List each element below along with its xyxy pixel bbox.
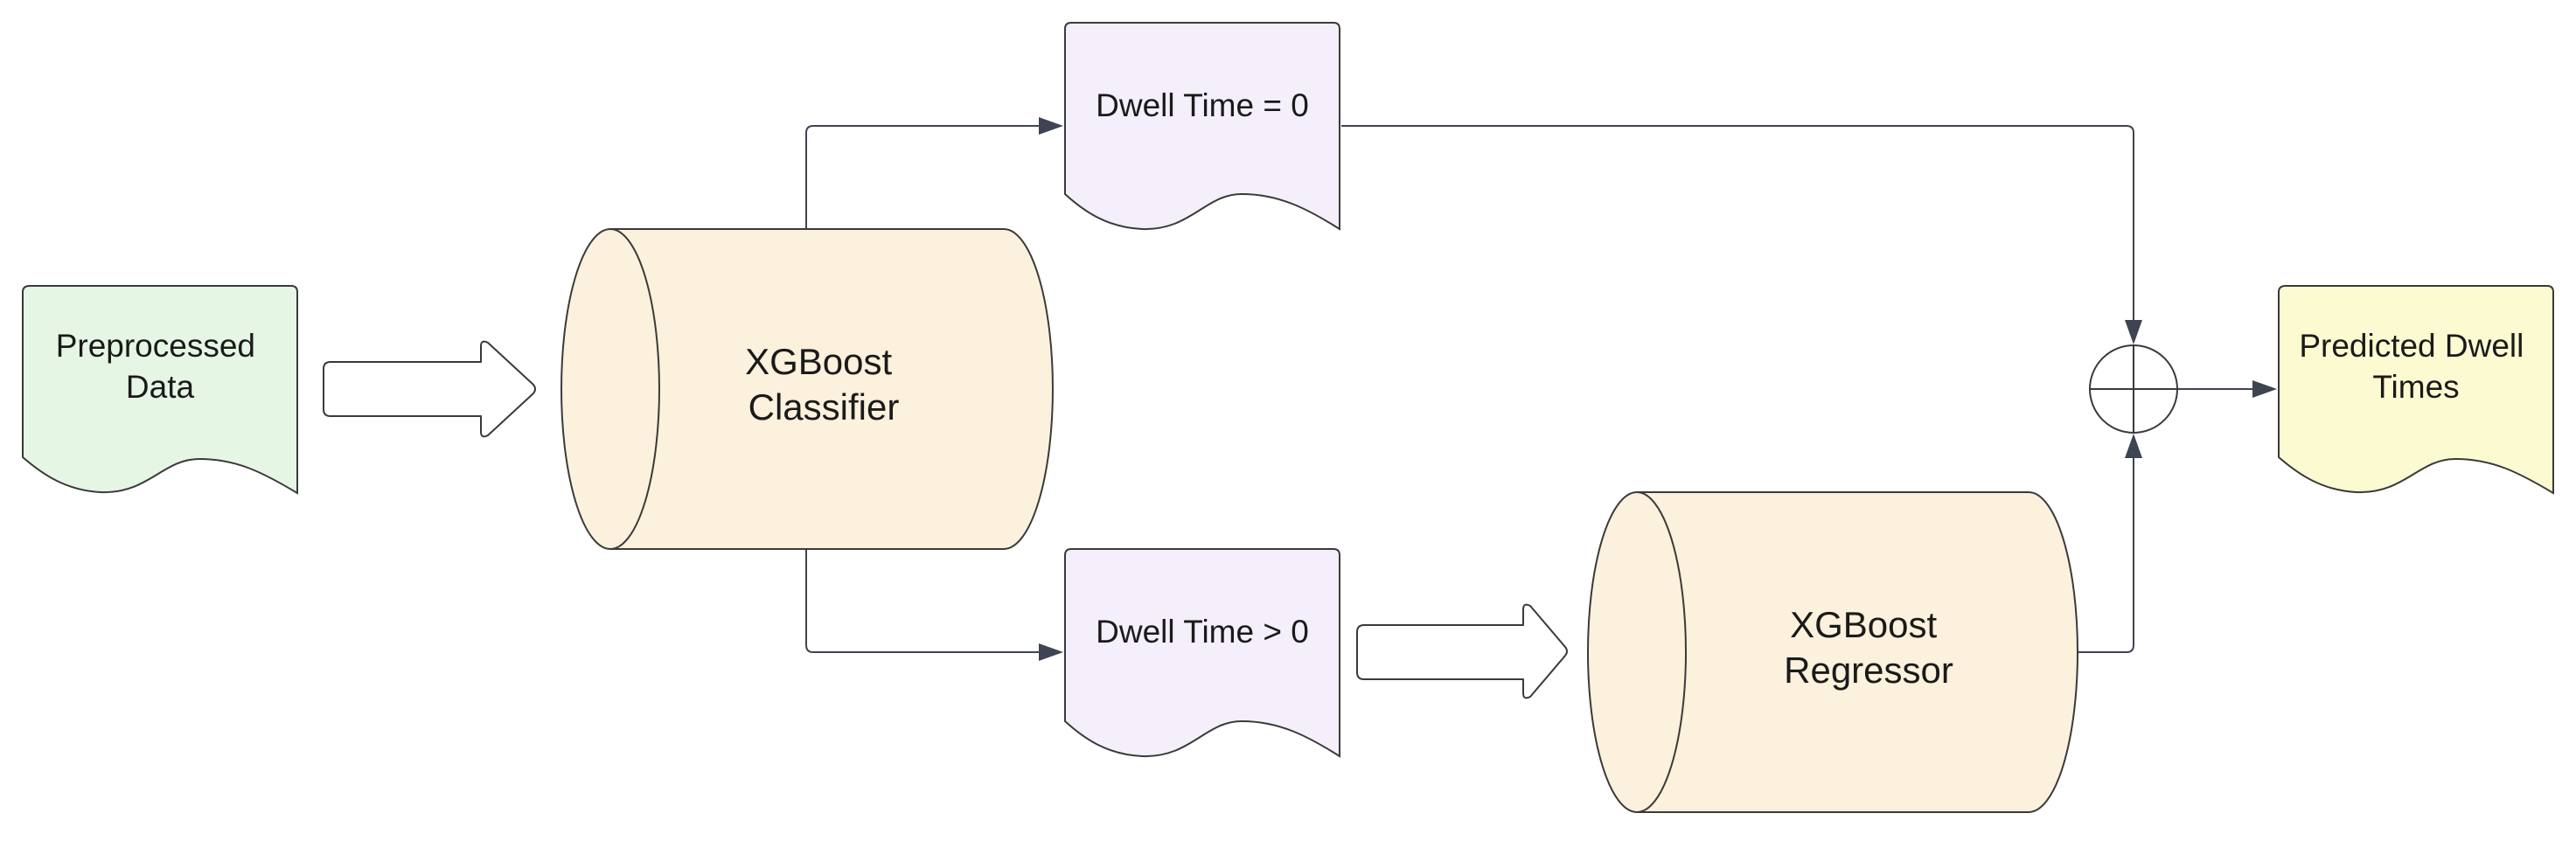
node-xgboost-regressor: XGBoost Regressor xyxy=(1587,491,2078,813)
node-label: XGBoost Classifier xyxy=(745,341,902,427)
label-line: Data xyxy=(126,369,195,405)
node-label: Dwell Time > 0 xyxy=(1096,614,1309,650)
connectors xyxy=(805,117,2277,661)
block-arrow-input-to-classifier xyxy=(323,340,536,438)
cylinder-cap-edge xyxy=(609,228,660,550)
label-line: Preprocessed xyxy=(56,328,255,364)
node-label: Dwell Time = 0 xyxy=(1096,87,1309,123)
block-arrow-icon xyxy=(1356,603,1568,699)
document-shape xyxy=(22,285,298,495)
label-line: XGBoost xyxy=(745,341,892,382)
node-label: Preprocessed Data xyxy=(56,328,265,405)
node-preprocessed-data: Preprocessed Data xyxy=(22,285,298,495)
node-label: Predicted Dwell Times xyxy=(2299,328,2532,405)
connector-dwell-zero-to-junction xyxy=(1341,125,2134,323)
node-dwell-time-zero: Dwell Time = 0 xyxy=(1064,22,1340,231)
block-arrow-icon xyxy=(323,340,536,438)
block-arrow-dwell-positive-to-regressor xyxy=(1356,603,1568,699)
arrowhead-to-predicted xyxy=(2252,380,2277,398)
summing-junction-icon xyxy=(2089,344,2178,434)
label-line: Dwell Time = 0 xyxy=(1096,87,1309,123)
cylinder-shape xyxy=(1587,491,2078,813)
label-line: Classifier xyxy=(748,386,900,427)
connector-regressor-to-junction xyxy=(2078,455,2134,653)
cylinder-shape xyxy=(560,228,1054,550)
node-dwell-time-positive: Dwell Time > 0 xyxy=(1064,548,1340,758)
arrowhead-to-dwell-zero xyxy=(1039,117,1063,135)
connector-classifier-to-dwell-zero xyxy=(805,125,1042,229)
node-xgboost-classifier: XGBoost Classifier xyxy=(560,228,1054,550)
cylinder-cap-edge xyxy=(1636,491,1687,813)
document-shape xyxy=(1064,548,1340,758)
label-line: XGBoost xyxy=(1790,604,1937,645)
arrowhead-to-dwell-positive xyxy=(1039,643,1063,661)
arrowhead-into-junction-top xyxy=(2125,320,2142,344)
connector-classifier-to-dwell-positive xyxy=(805,549,1042,653)
label-line: Dwell Time > 0 xyxy=(1096,614,1309,650)
arrowhead-into-junction-bottom xyxy=(2125,434,2142,458)
node-predicted-dwell-times: Predicted Dwell Times xyxy=(2278,285,2554,495)
document-shape xyxy=(1064,22,1340,231)
label-line: Times xyxy=(2372,369,2459,405)
label-line: Predicted Dwell xyxy=(2299,328,2524,364)
label-line: Regressor xyxy=(1784,650,1953,691)
document-shape xyxy=(2278,285,2554,495)
node-label: XGBoost Regressor xyxy=(1784,604,1953,691)
